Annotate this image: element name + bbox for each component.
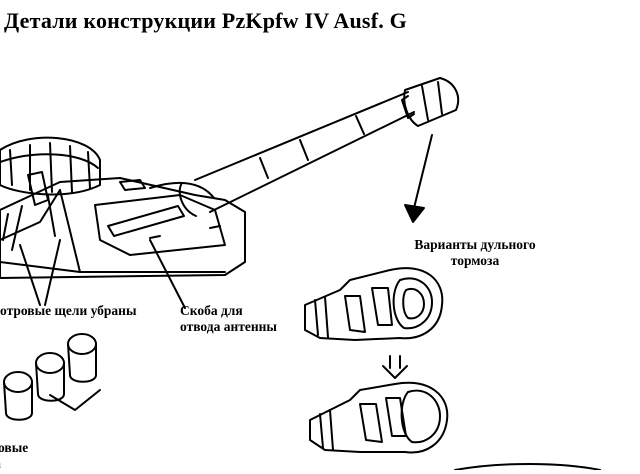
muzzle-brake-variant-2-drawing [309,381,449,454]
gun-barrel-drawing [178,91,415,217]
muzzle-brake-top-drawing [401,77,460,127]
muzzle-brake-variant-1-drawing [304,267,444,341]
turret-drawing [0,171,246,279]
viewing-slots-label: отровые щели убраны [0,303,137,318]
cupola-drawing [0,136,101,196]
smoke-candles-label-tail: ı [0,458,1,474]
arrow-down-icon [413,134,433,209]
wheel-edge-drawing [454,463,601,470]
muzzle-brake-label: Варианты дульного тормоза [414,237,536,268]
smoke-candles-label: овые [0,440,29,455]
smoke-candles-drawing [3,333,101,421]
antenna-bracket-label: Скоба для отвода антенны [180,303,277,334]
page-title: Детали конструкции PzKpfw IV Ausf. G [4,8,407,33]
hollow-arrow-down-icon [382,355,408,379]
